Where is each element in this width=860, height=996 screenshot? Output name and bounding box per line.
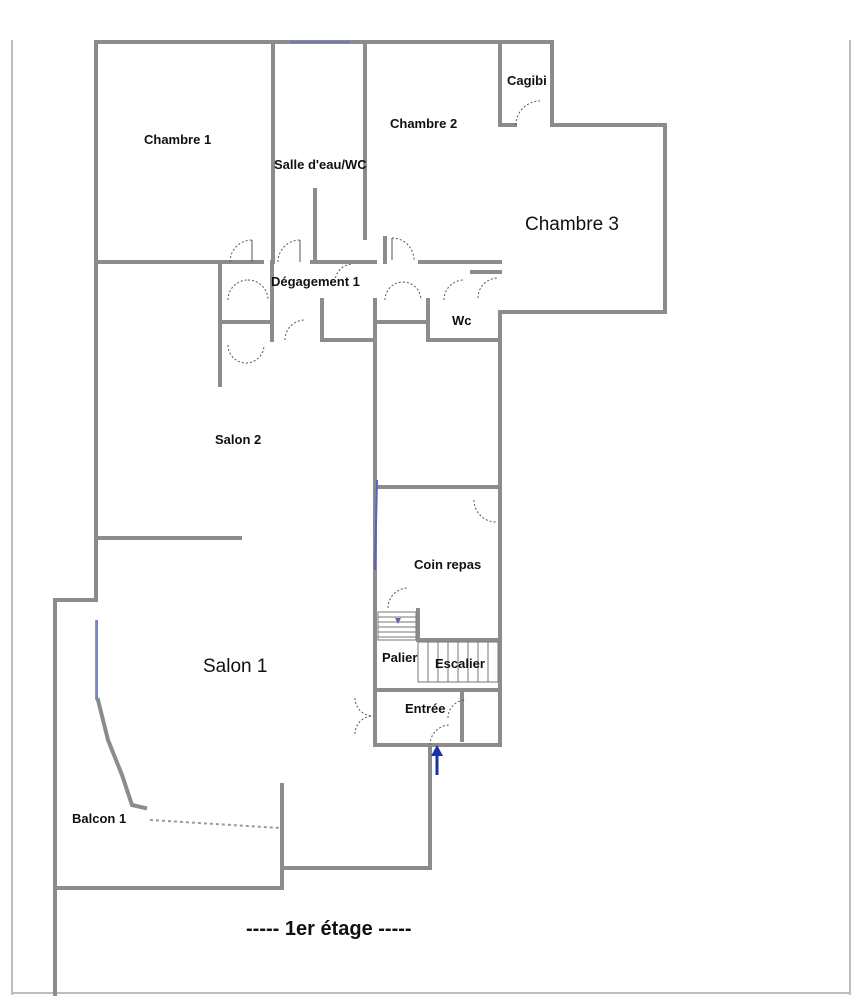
room-label-chambre1: Chambre 1 [144,132,211,147]
room-label-degagement: Dégagement 1 [271,274,360,289]
balcony-wall [95,620,281,829]
room-label-balcon1: Balcon 1 [72,811,126,826]
room-label-salon2: Salon 2 [215,432,261,447]
room-label-entree: Entrée [405,701,445,716]
room-label-cagibi: Cagibi [507,73,547,88]
stair-direction-arrow [395,618,401,624]
room-label-chambre2: Chambre 2 [390,116,457,131]
room-label-escalier: Escalier [435,656,485,671]
room-label-salle-eau: Salle d'eau/WC [274,157,367,172]
entry-arrow-icon [431,745,443,775]
room-label-chambre3: Chambre 3 [525,214,619,235]
window-mark-2 [374,479,378,571]
room-label-palier: Palier [382,650,417,665]
outer-walls [53,40,667,996]
staircase [377,611,499,683]
room-label-salon1: Salon 1 [203,656,267,677]
doors [227,100,541,746]
floor-label: ----- 1er étage ----- [246,918,412,940]
interior-walls [94,40,517,747]
room-label-coin-repas: Coin repas [414,557,481,572]
room-label-wc: Wc [452,313,472,328]
